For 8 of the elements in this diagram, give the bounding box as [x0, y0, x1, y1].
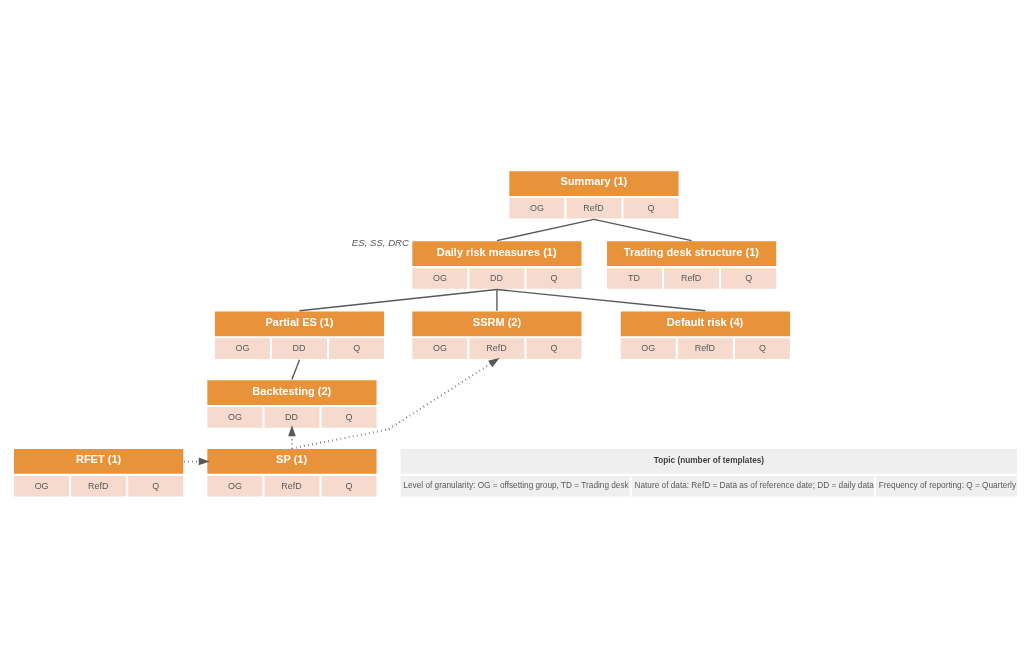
node-label: ES, SS, DRC	[351, 236, 410, 248]
connector	[496, 218, 595, 241]
connector	[291, 358, 301, 380]
connector	[496, 288, 707, 311]
connector	[496, 288, 498, 311]
arrow	[183, 457, 210, 465]
connector	[298, 288, 498, 311]
connector	[593, 218, 693, 241]
